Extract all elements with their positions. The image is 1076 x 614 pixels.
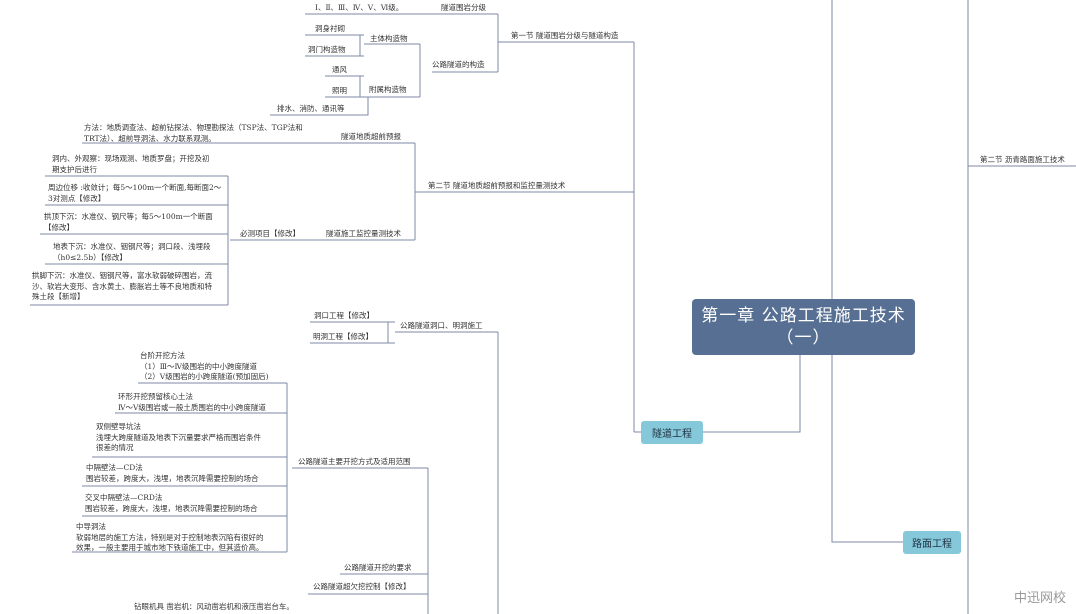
root-title: 第一章 公路工程施工技术 （一） [701, 306, 906, 348]
ventilation-item: 通风 [332, 65, 347, 74]
excavation-node[interactable]: 公路隧道主要开挖方式及适用范围 [298, 457, 411, 466]
excavation-item-1: 台阶开挖方法 （1）Ⅲ～Ⅳ级围岩的中小跨度隧道 （2）Ⅴ级围岩的小跨度隧道(预加… [140, 351, 269, 381]
tunnel-engineering-node[interactable]: 隧道工程 [641, 421, 703, 444]
excavation-item-6: 中导洞法 软弱地层的施工方法，特别是对于控制地表沉陷有很好的 效果，一般主要用于… [76, 522, 264, 552]
open-cut-item: 明洞工程【修改】 [313, 332, 373, 341]
excavation-item-4: 中隔壁法—CD法 围岩较差，跨度大，浅埋，地表沉降需要控制的场合 [86, 463, 259, 483]
lighting-item: 照明 [332, 86, 347, 95]
portal-item: 洞门构造物 [308, 45, 346, 54]
portal-work-item: 洞口工程【修改】 [314, 311, 374, 320]
monitoring-node[interactable]: 隧道施工监控量测技术 [326, 229, 401, 238]
required-items-node[interactable]: 必测项目【修改】 [240, 229, 300, 238]
watermark: 中迅网校 [1013, 591, 1066, 606]
forecast-node[interactable]: 隧道地质超前预报 [341, 132, 401, 141]
drainage-item: 排水、消防、通讯等 [277, 104, 345, 113]
required-item-3: 拱顶下沉：水准仪、钢尺等；每5～100m一个断面 【修改】 [44, 212, 213, 232]
portal-branch-node[interactable]: 公路隧道洞口、明洞施工 [400, 321, 483, 330]
pavement-node-label: 路面工程 [912, 539, 952, 550]
aux-structure-node[interactable]: 附属构造物 [369, 85, 407, 94]
excavation-item-2: 环形开挖预留核心土法 Ⅳ～Ⅴ级围岩或一般土质围岩的中小跨度隧道 [118, 392, 266, 412]
pavement-engineering-node[interactable]: 路面工程 [903, 531, 961, 554]
section1-label[interactable]: 第一节 隧道围岩分级与隧道构造 [511, 31, 619, 40]
excavation-requirement-node[interactable]: 公路隧道开挖的要求 [344, 563, 412, 572]
section2-label[interactable]: 第二节 隧道地质超前预报和监控量测技术 [428, 181, 566, 190]
construction-node[interactable]: 公路隧道的构造 [432, 60, 485, 69]
required-item-2: 周边位移 :收敛计；每5～100m一个断面,每断面2～ 3对测点【修改】 [48, 183, 222, 203]
grading-node[interactable]: 隧道围岩分级 [441, 3, 486, 12]
drilling-item: 钻眼机具 凿岩机：风动凿岩机和液压凿岩台车。 [134, 602, 294, 611]
required-item-1: 洞内、外观察：现场观测、地质罗盘；开挖及初 期支护后进行 [52, 154, 210, 174]
overbreak-node[interactable]: 公路隧道超欠挖控制【修改】 [313, 582, 411, 591]
grading-detail: Ⅰ、Ⅱ、Ⅲ、Ⅳ、Ⅴ、Ⅵ级。 [315, 3, 404, 12]
excavation-item-5: 交叉中隔壁法—CRD法 围岩较差，跨度大，浅埋，地表沉降需要控制的场合 [85, 493, 258, 513]
required-item-5: 拱脚下沉：水准仪、铟钢尺等，富水软弱破碎围岩，流 沙、软岩大变形、含水黄土、膨胀… [32, 271, 212, 301]
required-item-4: 地表下沉：水准仪、铟钢尺等；洞口段、浅埋段 （h0≤2.5b）【修改】 [53, 242, 211, 262]
asphalt-section-label[interactable]: 第二节 沥青路面施工技术 [980, 155, 1065, 164]
main-structure-node[interactable]: 主体构造物 [370, 34, 408, 43]
lining-item: 洞身衬砌 [315, 24, 345, 33]
root-node[interactable]: 第一章 公路工程施工技术 （一） [692, 299, 915, 355]
forecast-method: 方法：地质调查法、超前钻探法、物理勘探法（TSP法、TGP法和 TRT法）、超前… [84, 123, 303, 143]
excavation-item-3: 双侧壁导坑法 浅埋大跨度隧道及地表下沉量要求严格而围岩条件 很差的情况 [96, 422, 261, 452]
tunnel-node-label: 隧道工程 [652, 429, 692, 440]
